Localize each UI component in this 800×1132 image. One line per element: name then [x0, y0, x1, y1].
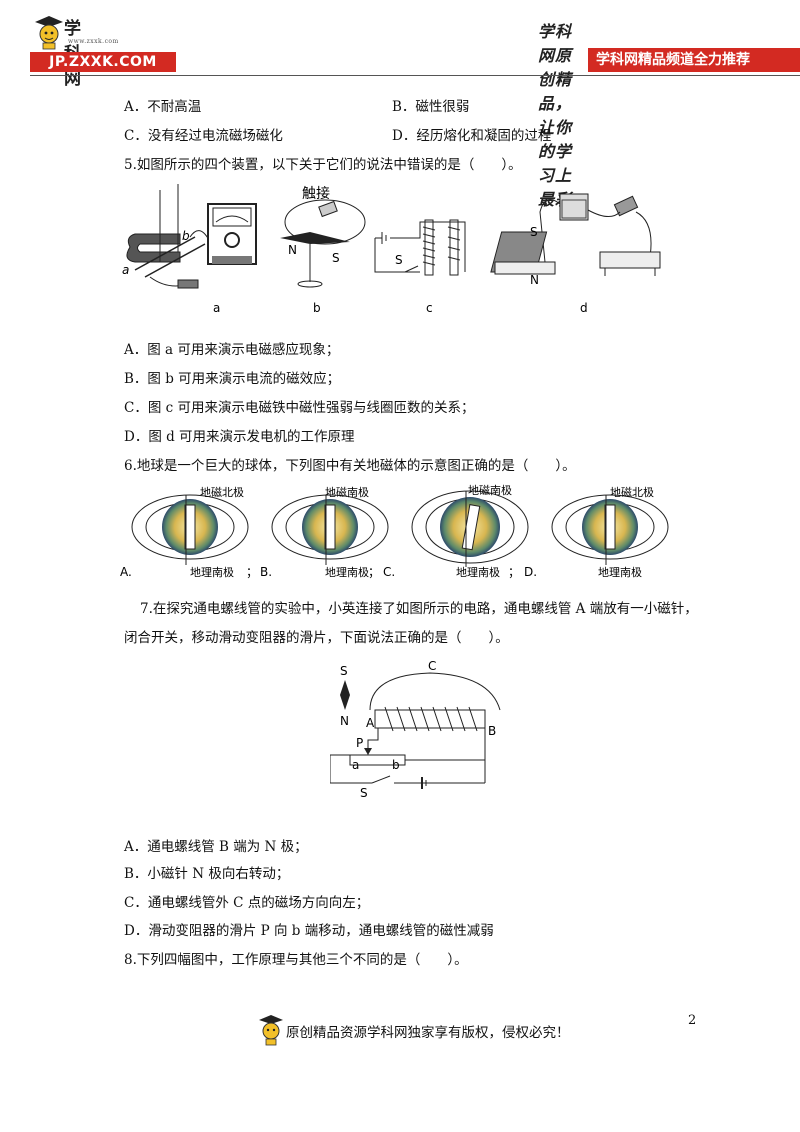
q6-d-top: 地磁北极 — [610, 485, 654, 499]
q7-label-a-end: A — [366, 716, 375, 730]
brand-url: www.zxxk.com — [68, 38, 119, 45]
site-badge: JP.ZXXK.COM — [30, 52, 176, 72]
q7-stem-1: 7.在探究通电螺线管的实验中，小英连接了如图所示的电路，通电螺线管 A 端放有一… — [140, 601, 698, 617]
fig-b-s-label: S — [332, 251, 340, 265]
page-number: 2 — [688, 1013, 697, 1028]
q6-a-bottom: 地理南极 — [190, 565, 234, 579]
q6-sep-3: ； — [508, 565, 520, 579]
footer-mascot-icon — [259, 1015, 283, 1046]
q6-stem: 6.地球是一个巨大的球体，下列图中有关地磁体的示意图正确的是（ ）。 — [124, 458, 576, 474]
slogan: 学科网原创精品，让你的学习上最彩 — [538, 22, 573, 209]
fig-c-apparatus — [374, 219, 466, 276]
q6-b-top: 地磁南极 — [325, 485, 369, 499]
q5-option-b: B．图 b 可用来演示电流的磁效应； — [124, 371, 341, 387]
q7-option-d: D．滑动变阻器的滑片 P 向 b 端移动，通电螺线管的磁性减弱 — [124, 923, 494, 939]
q6-sep-2: ； — [368, 565, 380, 579]
q6-globe-b — [271, 494, 389, 565]
q6-globe-c — [411, 490, 529, 567]
q7-option-c: C．通电螺线管外 C 点的磁场方向向左； — [124, 895, 370, 911]
fig-c-label: c — [426, 301, 433, 315]
q7-circuit: C S N A B P a b S — [330, 659, 501, 800]
fig-b-n-label: N — [288, 243, 297, 257]
slogan-badge: 学科网精品频道全力推荐 — [588, 48, 800, 72]
footer-copyright: 原创精品资源学科网独家享有版权，侵权必究！ — [286, 1025, 570, 1041]
q6-c-top: 地磁南极 — [468, 483, 512, 497]
q6-c-bottom: 地理南极 — [456, 565, 500, 579]
q7-label-s-top: S — [340, 664, 348, 678]
q7-label-switch: S — [360, 786, 368, 800]
q5-stem: 5.如图所示的四个装置，以下关于它们的说法中错误的是（ ）。 — [124, 157, 522, 173]
q7-label-b: b — [392, 758, 400, 772]
q4-option-a: A．不耐高温 — [124, 99, 202, 115]
q8-stem: 8.下列四幅图中，工作原理与其他三个不同的是（ ）。 — [124, 952, 468, 968]
fig-b-apparatus — [280, 199, 366, 288]
fig-d-s-label: S — [530, 225, 538, 239]
q4-option-b: B．磁性很弱 — [392, 99, 470, 115]
q7-label-c: C — [428, 659, 436, 673]
q5-option-c: C．图 c 可用来演示电磁铁中磁性强弱与线圈匝数的关系； — [124, 400, 475, 416]
fig-a-apparatus — [126, 184, 257, 289]
q7-option-a: A．通电螺线管 B 端为 N 极； — [124, 839, 308, 855]
q6-sep-1: ； — [246, 565, 258, 579]
q5-option-a: A．图 a 可用来演示电磁感应现象； — [124, 342, 340, 358]
fig-b-touch-label: 触接 — [302, 185, 330, 202]
q6-b-letter: B. — [260, 565, 272, 579]
q7-stem-2: 闭合开关，移动滑动变阻器的滑片，下面说法正确的是（ ）。 — [124, 630, 509, 646]
q6-globe-a — [131, 494, 249, 565]
fig-a-point-b: b — [182, 229, 190, 243]
fig-d-n-label: N — [530, 273, 539, 287]
fig-d-apparatus — [490, 193, 661, 276]
q7-label-n: N — [340, 714, 349, 728]
q5-figure: a b c d 触接 b a N S S S N — [122, 184, 661, 315]
q6-a-top: 地磁北极 — [200, 485, 244, 499]
fig-d-label: d — [580, 301, 588, 315]
q6-b-bottom: 地理南极 — [325, 565, 369, 579]
fig-a-point-a: a — [122, 263, 129, 277]
q7-option-b: B．小磁针 N 极向右转动； — [124, 866, 290, 882]
q7-label-p: P — [356, 736, 363, 750]
q6-globe-d — [551, 494, 669, 565]
q6-c-letter: C. — [383, 565, 395, 579]
q6-d-bottom: 地理南极 — [598, 565, 642, 579]
fig-c-s-label: S — [395, 253, 403, 267]
q7-label-b-end: B — [488, 724, 496, 738]
q6-d-letter: D. — [524, 565, 537, 579]
q4-option-c: C．没有经过电流磁场磁化 — [124, 128, 283, 144]
fig-a-label: a — [213, 301, 220, 315]
q6-figure: 地磁北极 地磁南极 地磁南极 地磁北极 A. 地理南极 ； B. 地理南极 ； … — [120, 483, 669, 579]
header-divider — [30, 75, 800, 76]
q5-option-d: D．图 d 可用来演示发电机的工作原理 — [124, 429, 355, 445]
q6-a-letter: A. — [120, 565, 132, 579]
mascot-icon — [35, 16, 63, 50]
q7-label-a: a — [352, 758, 359, 772]
fig-b-label: b — [313, 301, 321, 315]
q4-option-d: D．经历熔化和凝固的过程 — [392, 128, 552, 144]
